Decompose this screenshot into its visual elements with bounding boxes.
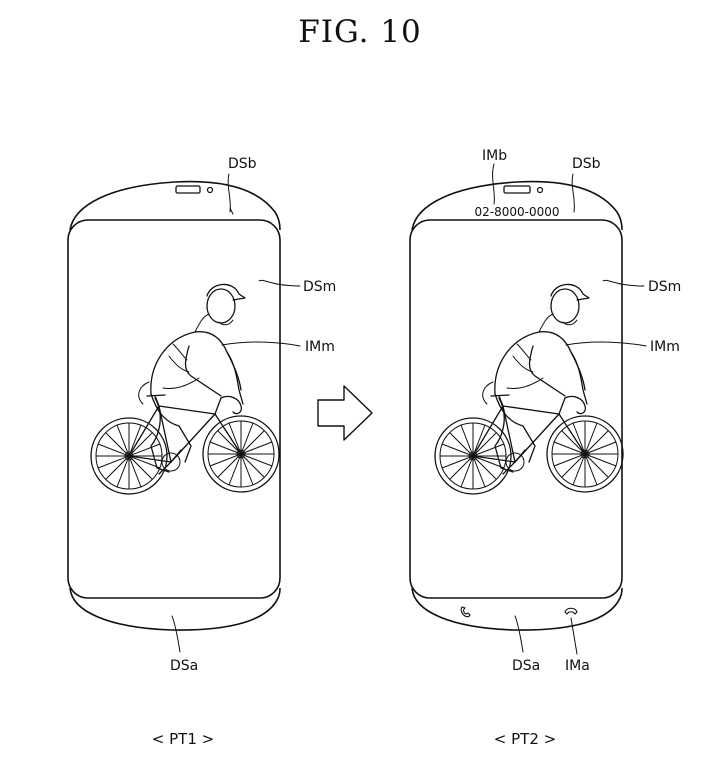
device-top-cap xyxy=(411,180,623,231)
caption-pt2: < PT2 > xyxy=(494,730,556,748)
label-imm-left: IMm xyxy=(305,339,335,355)
label-dsa-right: DSa xyxy=(512,658,540,674)
panel-left: DSb DSm IMm DSa < PT1 > xyxy=(67,156,336,748)
end-call-icon[interactable] xyxy=(564,607,578,615)
label-dsb-right: DSb xyxy=(572,156,601,172)
label-imm-right: IMm xyxy=(650,339,680,355)
camera-dot xyxy=(536,186,544,194)
label-dsa-left: DSa xyxy=(170,658,198,674)
label-ima-right: IMa xyxy=(565,658,590,674)
camera-dot xyxy=(206,186,214,194)
panel-right: 02-8000-0000 IMb DSb DSm IMm DSa IMa < P… xyxy=(409,148,681,748)
label-dsb-left: DSb xyxy=(228,156,257,172)
speaker-grille xyxy=(175,185,201,194)
phone-icon[interactable] xyxy=(460,606,471,618)
speaker-grille xyxy=(503,185,531,194)
right-arrow-icon xyxy=(317,385,373,441)
device-top-cap xyxy=(69,180,281,231)
main-display xyxy=(409,219,623,599)
phone-number-display: 02-8000-0000 xyxy=(474,205,559,219)
main-display xyxy=(67,219,281,599)
label-imb-right: IMb xyxy=(482,148,507,164)
caption-pt1: < PT1 > xyxy=(152,730,214,748)
label-dsm-right: DSm xyxy=(648,279,681,295)
figure-title: FIG. 10 xyxy=(298,14,422,50)
label-dsm-left: DSm xyxy=(303,279,336,295)
